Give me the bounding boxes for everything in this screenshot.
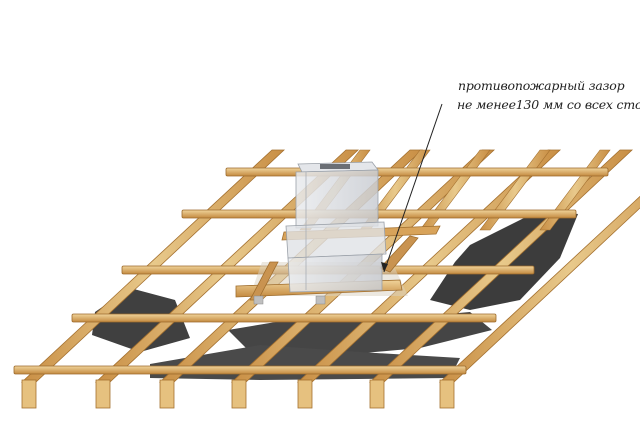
leader-line: [383, 103, 443, 273]
batten: [13, 365, 467, 375]
chimney-lower-front: [287, 253, 383, 293]
frame-right-beam: [379, 235, 419, 273]
rafter-end: [231, 379, 247, 409]
annotation-leader: [381, 103, 443, 273]
rafter-end: [439, 379, 455, 409]
batten: [71, 313, 497, 323]
batten: [225, 167, 609, 177]
chimney-collar: [285, 221, 387, 259]
fire-gap-label-line2: не менее130 мм со всех сторон: [457, 97, 640, 112]
frame-bracket-right: [315, 295, 326, 305]
chimney-top-hole: [320, 164, 350, 169]
rafter-end: [369, 379, 385, 409]
rafter-end: [95, 379, 111, 409]
fire-gap-label-line1: противопожарный зазор: [458, 78, 625, 93]
rafter-ends: [21, 379, 455, 409]
chimney-upper-front: [295, 169, 379, 229]
leader-arrowhead: [381, 262, 388, 272]
chimney: [285, 161, 387, 293]
rafter-end: [21, 379, 37, 409]
rafter-end: [159, 379, 175, 409]
batten: [181, 209, 577, 219]
frame-bracket-left: [253, 295, 264, 305]
rafter-end: [297, 379, 313, 409]
